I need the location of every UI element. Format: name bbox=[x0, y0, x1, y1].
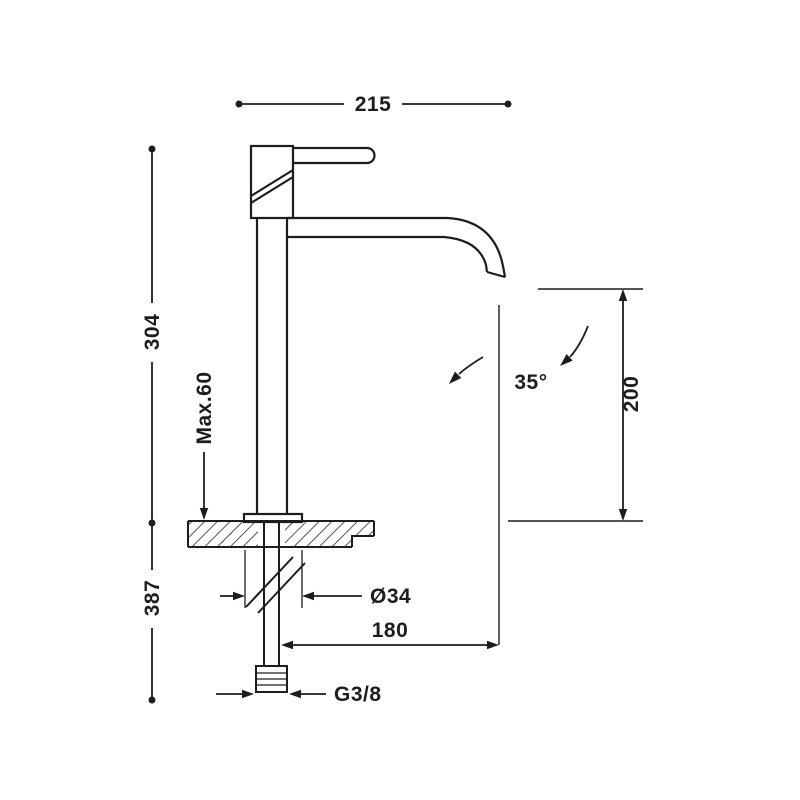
dim-left-dot-top bbox=[148, 145, 156, 153]
housing-seam-1 bbox=[250, 169, 294, 197]
dim-angle-35 bbox=[458, 325, 589, 375]
dim-reach-180 bbox=[290, 305, 500, 646]
deck-notch bbox=[351, 535, 374, 547]
linework bbox=[151, 103, 643, 698]
arrow-35-right bbox=[560, 354, 573, 366]
arrow-d34-left bbox=[233, 591, 245, 601]
dim-180-label: 180 bbox=[372, 619, 409, 642]
deck-hatch-right bbox=[285, 522, 373, 546]
arrow-g38-left bbox=[242, 689, 254, 699]
spout-outlet-end bbox=[486, 270, 506, 279]
arrow-200-down bbox=[618, 509, 628, 521]
handle-housing bbox=[249, 144, 295, 220]
arrowheads bbox=[148, 100, 628, 704]
housing-seam-2 bbox=[250, 176, 294, 204]
dim-215-dot-left bbox=[235, 100, 243, 108]
dim-215-dot-right bbox=[504, 100, 512, 108]
arrow-180-right bbox=[487, 640, 499, 650]
dim-left-dot-middle bbox=[148, 519, 156, 527]
dim-left-dot-bottom bbox=[148, 696, 156, 704]
arrow-max60-down bbox=[199, 508, 209, 520]
deck-hatch-left bbox=[189, 522, 258, 546]
arrow-g38-right bbox=[289, 689, 301, 699]
spout-inner-curve bbox=[287, 235, 489, 273]
dim-304-label: 304 bbox=[141, 314, 164, 351]
mounting-rod bbox=[245, 522, 306, 693]
lever-handle bbox=[293, 146, 376, 165]
dim-g38-label: G3/8 bbox=[334, 683, 382, 706]
arrow-200-up bbox=[618, 289, 628, 301]
spout-outer-curve bbox=[287, 216, 507, 278]
dim-215-label: 215 bbox=[355, 93, 392, 116]
dim-35-label: 35° bbox=[514, 371, 547, 394]
deck-section bbox=[187, 520, 375, 548]
arrow-180-left bbox=[281, 640, 293, 650]
dim-height-200 bbox=[508, 288, 643, 522]
angle-35-arc-right bbox=[569, 325, 589, 358]
rod-break-mark-1 bbox=[245, 556, 294, 608]
arrow-35-left bbox=[449, 371, 462, 384]
dim-diameter-34 bbox=[220, 550, 362, 608]
faucet-outline bbox=[242, 144, 507, 524]
angle-35-arc-left bbox=[458, 356, 484, 375]
dim-d34-label: Ø34 bbox=[370, 585, 411, 608]
dimension-labels: 215 304 387 Max.60 Ø34 180 G3/8 200 35° bbox=[141, 93, 643, 706]
dim-max60-label: Max.60 bbox=[193, 371, 216, 444]
dim-200-label: 200 bbox=[620, 376, 643, 413]
dim-387-label: 387 bbox=[141, 580, 164, 617]
arrow-d34-right bbox=[302, 591, 314, 601]
rod-break-mark-2 bbox=[257, 562, 306, 614]
